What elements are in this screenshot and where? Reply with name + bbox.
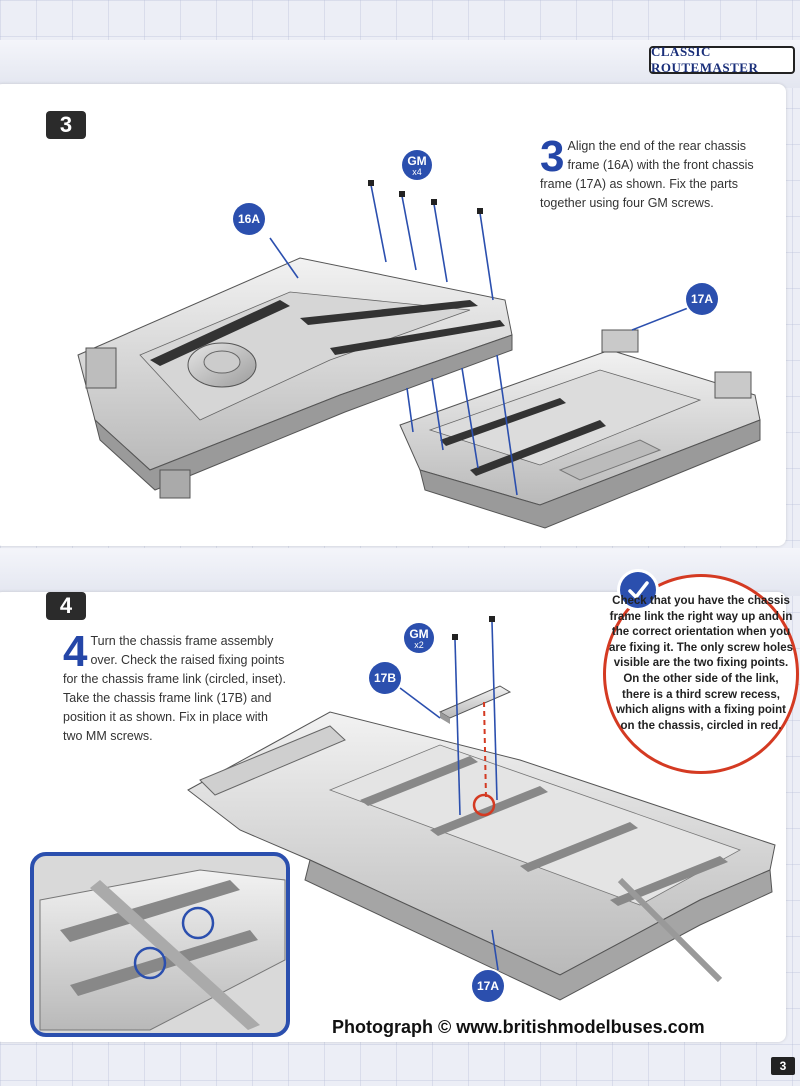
step3-screw-qty: x4 bbox=[412, 166, 422, 177]
brand-label: CLASSIC ROUTEMASTER bbox=[649, 44, 795, 75]
rear-chassis-frame-16a bbox=[77, 257, 513, 499]
chassis-assembly-underside bbox=[187, 711, 776, 1001]
step4-screw-callout: GM x2 bbox=[404, 623, 434, 653]
callout-17a-step3: 17A bbox=[686, 283, 718, 315]
page-number: 3 bbox=[771, 1057, 795, 1075]
step3-number: 3 bbox=[46, 111, 86, 139]
step4-screw-code: GM bbox=[409, 626, 429, 641]
front-chassis-frame-17a bbox=[399, 329, 761, 529]
step4-instruction: 4 Turn the chassis frame assembly over. … bbox=[63, 627, 288, 746]
inset-detail bbox=[30, 852, 290, 1037]
step3-screw-callout: GM x4 bbox=[402, 150, 432, 180]
alignment-dashed-line bbox=[483, 701, 487, 799]
check-note-text: Check that you have the chassis frame li… bbox=[608, 595, 794, 732]
step3-instruction: 3 Align the end of the rear chassis fram… bbox=[540, 132, 780, 213]
step4-dropcap: 4 bbox=[63, 627, 88, 676]
fixing-point-circle bbox=[472, 793, 496, 817]
step4-text: Turn the chassis frame assembly over. Ch… bbox=[63, 634, 286, 743]
callout-16a: 16A bbox=[233, 203, 265, 235]
step3-screw-code: GM bbox=[407, 153, 427, 168]
step3-screws bbox=[368, 180, 483, 214]
callout-17a-step4: 17A bbox=[472, 970, 504, 1002]
step3-text: Align the end of the rear chassis frame … bbox=[540, 139, 754, 210]
step4-number: 4 bbox=[46, 592, 86, 620]
step3-dropcap: 3 bbox=[540, 132, 565, 181]
chassis-frame-link-17b bbox=[438, 685, 512, 724]
checkmark-icon bbox=[620, 572, 656, 608]
step4-screws bbox=[452, 616, 495, 640]
callout-17b: 17B bbox=[369, 662, 401, 694]
step4-screw-lines bbox=[399, 621, 499, 971]
step3-screw-lines bbox=[269, 184, 689, 496]
photo-credit: Photograph © www.britishmodelbuses.com bbox=[332, 1017, 705, 1037]
step4-screw-qty: x2 bbox=[414, 639, 424, 650]
